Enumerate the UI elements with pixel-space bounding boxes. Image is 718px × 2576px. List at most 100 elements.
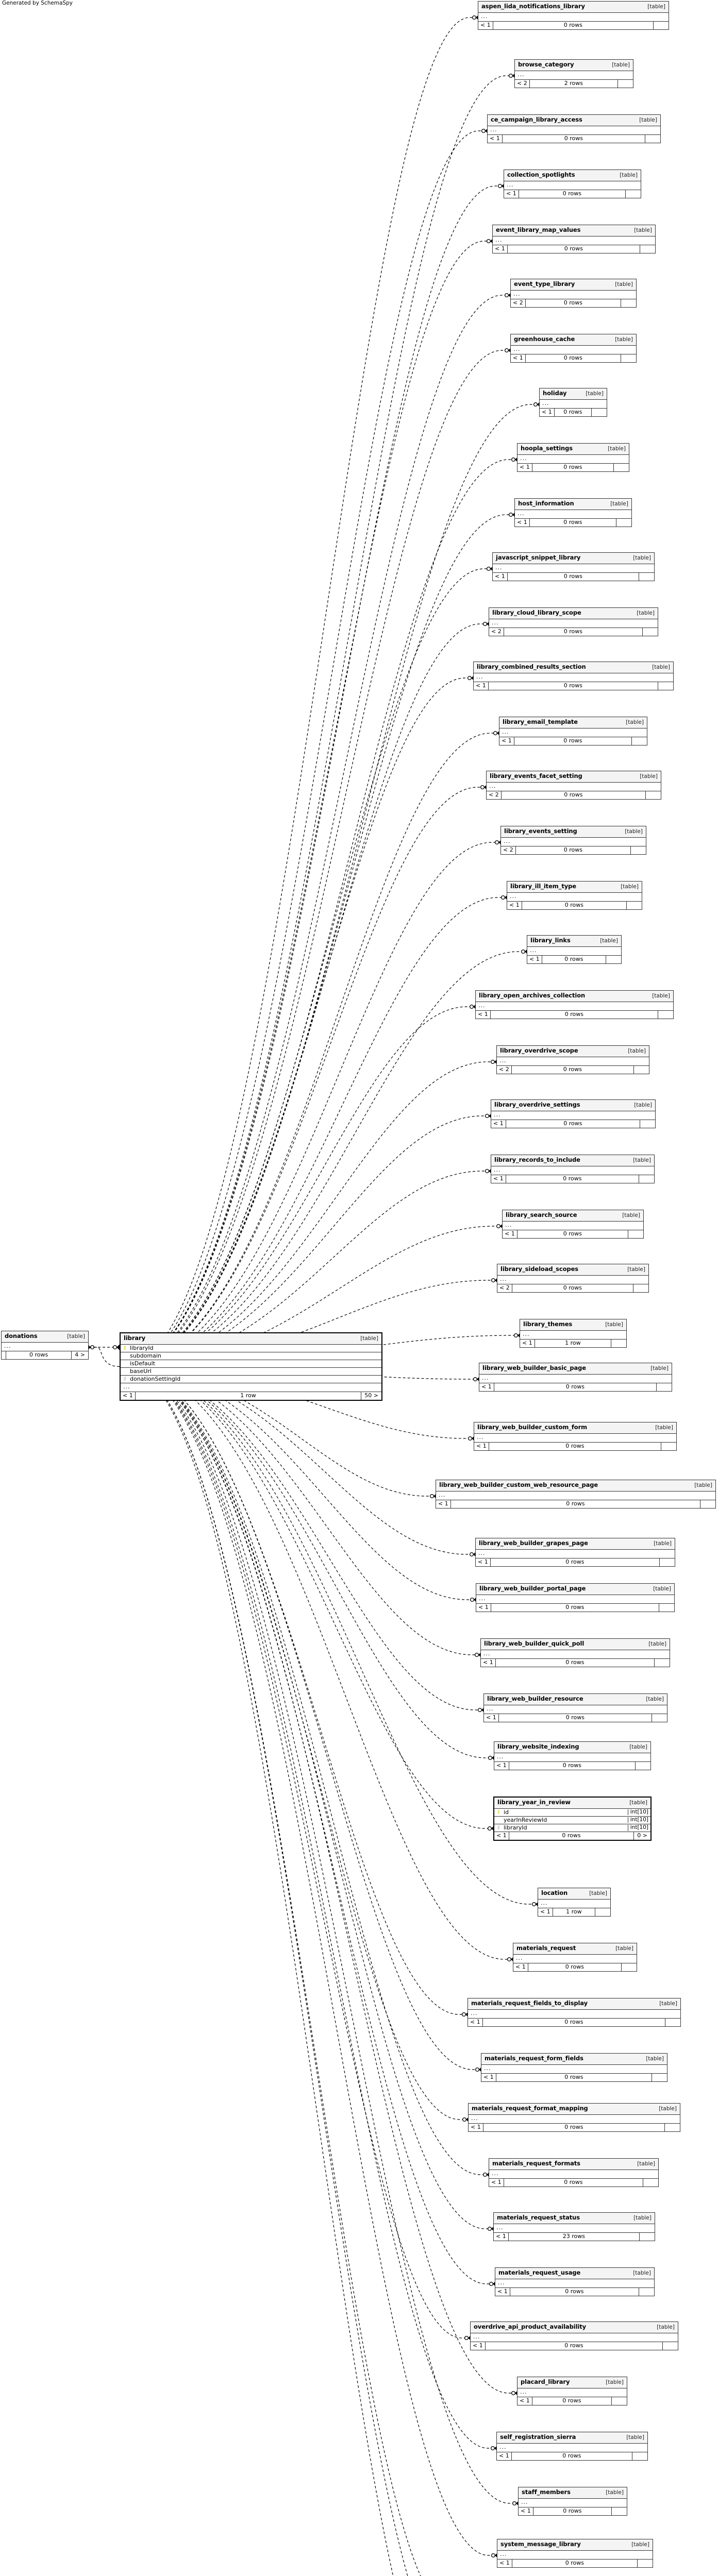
table-header: host_information[table] xyxy=(515,499,631,510)
collapsed-columns-indicator: ... xyxy=(493,236,655,245)
column-name: libraryId xyxy=(504,1824,527,1831)
table-header: library_sideload_scopes[table] xyxy=(497,1264,648,1276)
table-node-library_web_builder_grapes_page[interactable]: library_web_builder_grapes_page[table]..… xyxy=(475,1538,675,1567)
table-name: library_records_to_include xyxy=(494,1156,580,1163)
table-node-library_web_builder_portal_page[interactable]: library_web_builder_portal_page[table]..… xyxy=(476,1583,675,1612)
table-kind-label: [table] xyxy=(615,281,633,287)
row-count: 1 row xyxy=(552,1908,595,1916)
table-kind-label: [table] xyxy=(694,1482,712,1488)
parent-relation-count: < 1 xyxy=(493,1175,504,1182)
table-node-library_web_builder_basic_page[interactable]: library_web_builder_basic_page[table]...… xyxy=(479,1363,672,1392)
relationship-edge xyxy=(125,14,479,1367)
table-header: library_links[table] xyxy=(527,936,621,947)
table-header: library_web_builder_basic_page[table] xyxy=(479,1363,672,1375)
table-header: library_web_builder_portal_page[table] xyxy=(476,1584,674,1595)
table-node-library_web_builder_resource[interactable]: library_web_builder_resource[table]...< … xyxy=(483,1693,667,1722)
child-relation-count xyxy=(639,572,654,581)
table-kind-label: [table] xyxy=(652,993,670,999)
table-kind-label: [table] xyxy=(606,2489,624,2496)
collapsed-columns-indicator: ... xyxy=(476,1002,673,1011)
table-kind-label: [table] xyxy=(620,172,638,178)
row-count: 0 rows xyxy=(490,1603,659,1612)
table-node-library_events_facet_setting[interactable]: library_events_facet_setting[table]...< … xyxy=(486,771,661,800)
table-node-materials_request_form_fields[interactable]: materials_request_form_fields[table]...<… xyxy=(481,2053,667,2082)
parent-relation-count: < 1 xyxy=(502,737,512,744)
table-name: library_overdrive_settings xyxy=(494,1101,580,1108)
table-node-overdrive_api_product_availability[interactable]: overdrive_api_product_availability[table… xyxy=(470,2321,678,2350)
table-node-library_web_builder_custom_form[interactable]: library_web_builder_custom_form[table]..… xyxy=(474,1422,677,1451)
collapsed-columns-indicator: ... xyxy=(503,1222,643,1230)
parent-relation-count: < 1 xyxy=(476,1442,487,1449)
relationship-edge xyxy=(125,1366,498,2451)
parent-relation-count: < 1 xyxy=(542,408,552,415)
table-node-library_combined_results_section[interactable]: library_combined_results_section[table].… xyxy=(473,662,674,690)
table-node-materials_request_fields_to_display[interactable]: materials_request_fields_to_display[tabl… xyxy=(467,1998,681,2027)
child-relation-count xyxy=(640,1120,655,1128)
table-header: library_web_builder_quick_poll[table] xyxy=(481,1639,670,1650)
parent-relation-count: < 1 xyxy=(473,2342,483,2349)
table-node-library_web_builder_custom_web_resource_page[interactable]: library_web_builder_custom_web_resource_… xyxy=(436,1480,716,1509)
table-node-library_cloud_library_scope[interactable]: library_cloud_library_scope[table]...< 2… xyxy=(489,607,658,636)
collapsed-columns-indicator: ... xyxy=(491,1166,654,1175)
child-relation-count xyxy=(633,1284,648,1292)
table-kind-label: [table] xyxy=(622,1212,640,1218)
table-name: event_library_map_values xyxy=(496,226,581,233)
table-header: library_themes[table] xyxy=(520,1319,626,1331)
foreign-key-icon: ⚷ xyxy=(496,1824,500,1831)
collapsed-columns-indicator: ... xyxy=(2,1343,88,1351)
table-header: library_open_archives_collection[table] xyxy=(476,991,673,1002)
table-header: event_type_library[table] xyxy=(511,279,636,291)
table-name: materials_request_fields_to_display xyxy=(471,1999,588,2007)
column-row: ⚷donationSettingId xyxy=(121,1376,381,1384)
parent-relation-count: < 1 xyxy=(438,1500,448,1507)
child-relation-count xyxy=(662,2342,678,2350)
table-node-library_open_archives_collection[interactable]: library_open_archives_collection[table].… xyxy=(475,990,674,1019)
relationship-edge xyxy=(125,1366,394,2576)
table-node-materials_request_format_mapping[interactable]: materials_request_format_mapping[table].… xyxy=(468,2103,680,2132)
collapsed-columns-indicator: ... xyxy=(520,1331,626,1340)
table-kind-label: [table] xyxy=(637,2161,655,2167)
table-node-library_web_builder_quick_poll[interactable]: library_web_builder_quick_poll[table]...… xyxy=(480,1638,670,1667)
row-count: 0 rows xyxy=(482,2018,665,2026)
table-node-aspen_lida_notifications_library[interactable]: aspen_lida_notifications_library[table].… xyxy=(478,1,669,30)
table-name: browse_category xyxy=(518,61,574,68)
relationship-edge xyxy=(125,1366,485,1713)
